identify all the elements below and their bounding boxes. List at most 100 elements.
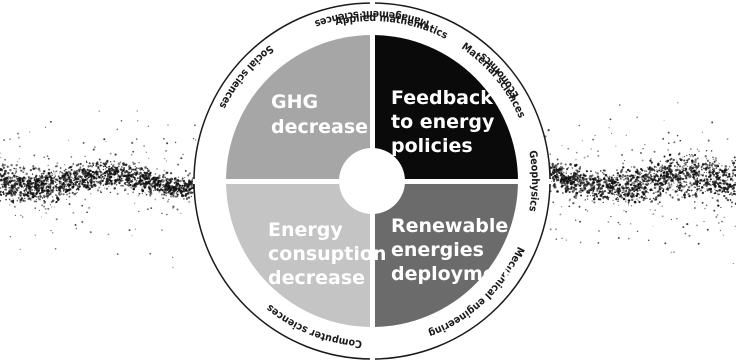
particle-dot — [590, 185, 593, 189]
particle-dot — [50, 193, 52, 195]
particle-dot — [556, 180, 558, 182]
particle-dot — [134, 202, 136, 204]
particle-dot — [110, 169, 113, 172]
particle-dot — [593, 201, 596, 204]
particle-dot — [89, 181, 93, 184]
particle-dot — [601, 184, 604, 188]
particle-dot — [676, 177, 680, 181]
particle-dot — [561, 182, 564, 185]
particle-dot — [37, 183, 40, 186]
particle-dot — [726, 138, 729, 140]
particle-dot — [22, 165, 25, 167]
particle-dot — [50, 190, 52, 192]
particle-dot — [170, 195, 173, 198]
particle-dot — [44, 126, 47, 128]
particle-dot — [582, 185, 585, 187]
particle-dot — [15, 171, 17, 174]
particle-dot — [161, 178, 163, 181]
particle-dot — [120, 177, 123, 180]
particle-dot — [86, 211, 88, 214]
particle-dot — [712, 156, 714, 159]
particle-dot — [169, 185, 171, 187]
particle-dot — [631, 193, 635, 197]
particle-dot — [577, 177, 579, 180]
particle-dot — [552, 201, 555, 204]
particle-dot — [28, 131, 31, 133]
particle-dot — [615, 197, 617, 199]
particle-dot — [16, 189, 19, 192]
particle-dot — [662, 138, 664, 140]
particle-dot — [186, 192, 189, 195]
particle-dot — [635, 194, 638, 198]
particle-dot — [145, 178, 147, 180]
particle-dot — [110, 166, 113, 170]
particle-dot — [659, 182, 662, 185]
particle-dot — [564, 190, 568, 193]
particle-dot — [43, 196, 46, 199]
particle-dot — [636, 169, 639, 172]
particle-dot — [147, 125, 150, 128]
particle-dot — [665, 191, 668, 194]
particle-dot — [606, 186, 609, 188]
particle-dot — [114, 187, 116, 189]
particle-dot — [694, 194, 698, 198]
particle-dot — [151, 187, 153, 189]
particle-dot — [569, 198, 572, 201]
particle-dot — [703, 221, 705, 223]
particle-dot — [61, 171, 64, 174]
particle-dot — [615, 198, 618, 201]
particle-dot — [104, 162, 108, 166]
particle-dot — [650, 158, 652, 160]
particle-dot — [680, 182, 683, 184]
particle-dot — [102, 169, 105, 171]
particle-dot — [632, 192, 634, 194]
particle-dot — [60, 176, 63, 179]
particle-dot — [164, 183, 167, 186]
particle-dot — [616, 175, 619, 177]
particle-dot — [81, 176, 83, 178]
particle-dot — [579, 182, 582, 185]
particle-dot — [175, 180, 178, 184]
particle-dot — [688, 153, 691, 156]
particle-dot — [592, 178, 594, 180]
particle-dot — [111, 172, 113, 174]
particle-dot — [680, 189, 683, 192]
particle-dot — [691, 165, 693, 167]
particle-dot — [686, 171, 689, 174]
particle-dot — [114, 168, 116, 170]
particle-dot — [729, 184, 731, 186]
particle-dot — [715, 176, 718, 179]
particle-dot — [705, 177, 708, 179]
particle-dot — [141, 188, 144, 191]
particle-dot — [630, 223, 632, 225]
particle-dot — [92, 180, 96, 183]
particle-dot — [725, 174, 728, 177]
particle-dot — [156, 179, 160, 183]
particle-dot — [91, 171, 93, 173]
particle-dot — [190, 195, 192, 198]
particle-dot — [596, 195, 599, 198]
particle-dot — [24, 168, 26, 170]
particle-dot — [609, 190, 612, 193]
particle-dot — [52, 170, 55, 172]
particle-dot — [21, 179, 25, 182]
particle-dot — [685, 164, 687, 166]
particle-dot — [56, 162, 59, 165]
particle-dot — [90, 185, 94, 189]
particle-dot — [584, 174, 587, 177]
quadrant-label-line: decrease — [268, 267, 365, 289]
particle-dot — [78, 184, 80, 186]
particle-dot — [567, 191, 569, 193]
particle-dot — [100, 161, 102, 164]
particle-dot — [120, 120, 123, 122]
particle-dot — [56, 183, 58, 185]
particle-dot — [571, 178, 574, 181]
particle-dot — [182, 186, 185, 189]
particle-dot — [31, 185, 34, 188]
particle-dot — [59, 178, 62, 181]
particle-dot — [654, 209, 657, 212]
particle-dot — [625, 199, 627, 201]
particle-dot — [102, 162, 105, 165]
particle-dot — [643, 170, 646, 172]
particle-dot — [592, 138, 595, 141]
